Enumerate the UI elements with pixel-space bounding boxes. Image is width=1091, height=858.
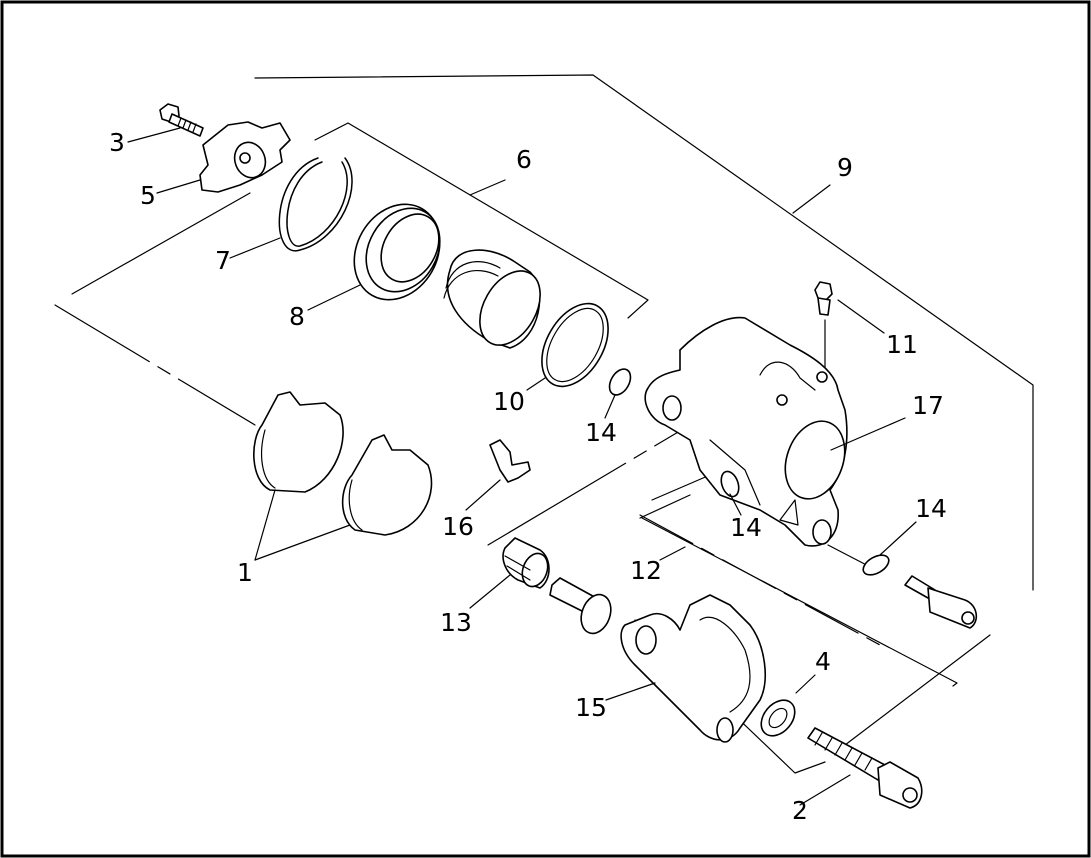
callout-3: 3 <box>109 128 125 157</box>
piston <box>443 249 541 349</box>
callout-15: 15 <box>575 693 607 722</box>
callout-4: 4 <box>815 647 831 676</box>
retaining-ring-part-7 <box>278 157 353 252</box>
bolt-part-3 <box>159 103 204 137</box>
callout-5: 5 <box>140 181 156 210</box>
callout-14-top: 14 <box>585 418 617 447</box>
bushing-part-13 <box>502 537 550 589</box>
callout-17: 17 <box>912 391 944 420</box>
bracket-lines <box>54 74 1034 774</box>
caliper-body-part-17 <box>644 316 848 547</box>
sleeve <box>549 577 612 635</box>
bolt-part-2 <box>807 727 923 809</box>
leader-lines <box>127 127 917 806</box>
bracket-plate-part-5 <box>199 121 291 193</box>
guide-pin <box>904 575 978 629</box>
callout-11: 11 <box>886 330 918 359</box>
callout-8: 8 <box>289 302 305 331</box>
callout-10: 10 <box>493 387 525 416</box>
callout-2: 2 <box>792 796 808 825</box>
callout-14-right: 14 <box>915 494 947 523</box>
callout-13: 13 <box>440 608 472 637</box>
seal-part-8 <box>353 203 441 301</box>
callout-9: 9 <box>837 153 853 182</box>
o-ring-part-14c <box>862 554 890 576</box>
callout-7: 7 <box>215 246 231 275</box>
callout-14-middle: 14 <box>730 513 762 542</box>
clip-part-16 <box>489 439 531 483</box>
washer-part-4 <box>760 699 796 737</box>
callout-12: 12 <box>630 556 662 585</box>
callout-1: 1 <box>237 558 253 587</box>
callout-6: 6 <box>516 145 532 174</box>
brake-pads-part-1 <box>253 391 433 536</box>
callout-16: 16 <box>442 512 474 541</box>
bleeder-valve-part-11 <box>814 281 833 371</box>
mounting-bracket-part-15 <box>620 594 766 743</box>
ring-seal-part-10 <box>541 302 609 388</box>
callout-labels: 3 5 6 9 7 8 11 10 17 14 14 16 14 12 1 13… <box>109 128 947 825</box>
o-ring-part-14b <box>720 470 740 498</box>
o-ring-part-14a <box>608 368 632 396</box>
